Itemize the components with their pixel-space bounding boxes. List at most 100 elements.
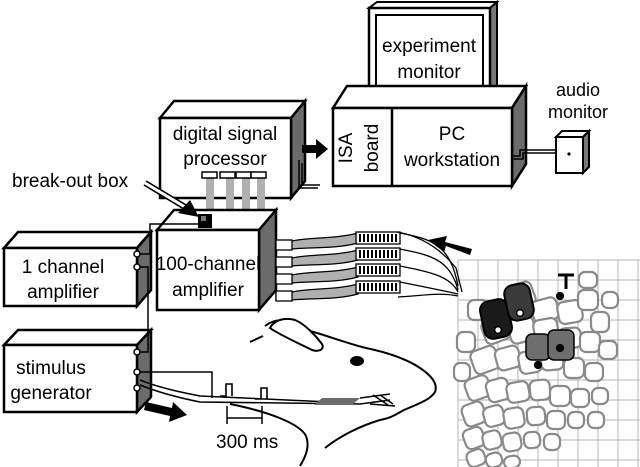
barrel-map xyxy=(452,259,640,467)
ribbon-cable xyxy=(275,283,359,301)
barrel xyxy=(562,356,586,380)
connector-pin xyxy=(367,266,369,274)
connector-pin xyxy=(379,266,381,274)
barrel xyxy=(481,429,503,451)
digital-signal-processor: digital signal processor xyxy=(157,97,320,202)
connector-pin xyxy=(379,283,381,291)
pc-workstation-label-1: PC xyxy=(439,124,465,145)
electrode-dot xyxy=(555,291,565,301)
barrel xyxy=(502,454,522,467)
audio-monitor: audio monitor xyxy=(512,80,608,176)
stimulus-label-1: stimulus xyxy=(16,358,86,379)
connector-pin xyxy=(371,283,373,291)
connector-pin xyxy=(359,283,361,291)
barrel xyxy=(452,361,472,383)
arrow-to-electrodes xyxy=(428,236,472,255)
whisker-probe xyxy=(314,398,360,405)
connector-pin xyxy=(387,283,389,291)
connector-pin xyxy=(363,250,365,258)
electrode-connector xyxy=(355,231,401,245)
barrel xyxy=(501,431,523,453)
barrel xyxy=(542,432,562,452)
break-out-box xyxy=(198,214,212,228)
dsp-label-1: digital signal xyxy=(173,124,278,145)
arrow-dsp-to-isa xyxy=(302,139,328,159)
barrel xyxy=(528,378,552,402)
experiment-monitor-label-1: experiment xyxy=(382,36,477,57)
connector-pin xyxy=(363,266,365,274)
barrel xyxy=(502,406,526,430)
electrode-wire xyxy=(396,231,463,293)
connector-pin xyxy=(363,234,365,242)
connector-pin xyxy=(359,234,361,242)
electrode-dot xyxy=(555,343,565,353)
ribbon-plug xyxy=(275,273,293,285)
amp100-label-2: amplifier xyxy=(172,280,244,301)
dsp-label-2: processor xyxy=(183,149,267,170)
connection-wires xyxy=(140,223,213,398)
barrel xyxy=(545,409,567,431)
barrel xyxy=(578,330,602,354)
ribbon-plug xyxy=(275,239,293,251)
amp1-label-2: amplifier xyxy=(27,282,99,303)
stimulus-label-2: generator xyxy=(10,383,92,404)
audio-monitor-label-2: monitor xyxy=(548,102,608,122)
barrel xyxy=(455,330,477,354)
connector-pin xyxy=(391,234,393,242)
connector-pin xyxy=(383,234,385,242)
stimulus-generator: stimulus generator xyxy=(1,326,154,416)
connector-pin xyxy=(387,266,389,274)
connector-pin xyxy=(371,266,373,274)
experiment-monitor: experiment monitor xyxy=(366,0,500,115)
connector-pin xyxy=(395,250,397,258)
amp1-label-1: 1 channel xyxy=(22,257,104,278)
electrode-wire xyxy=(399,248,459,291)
connector-pin xyxy=(375,266,377,274)
barrel xyxy=(589,310,611,334)
stimulus-pulses xyxy=(220,383,268,400)
connector-pin xyxy=(363,283,365,291)
barrel xyxy=(577,270,599,290)
connector-pin xyxy=(395,266,397,274)
barrel-mid xyxy=(525,333,551,361)
barrel xyxy=(576,288,600,312)
connector-pin xyxy=(371,234,373,242)
arrow-stimulus xyxy=(144,402,187,422)
electrode-wire xyxy=(399,265,459,293)
connector-pin xyxy=(383,266,385,274)
barrel xyxy=(597,339,619,361)
connector-pin xyxy=(375,250,377,258)
pc-workstation: ISA board PC workstation xyxy=(330,81,529,191)
electrode-ribbons xyxy=(275,231,463,302)
amplifier-1-channel: 1 channel amplifier xyxy=(1,228,154,310)
barrel xyxy=(569,387,591,409)
barrel xyxy=(525,405,547,427)
barrel xyxy=(586,410,606,430)
break-out-arrow xyxy=(143,180,199,217)
connector-pin xyxy=(391,250,393,258)
audio-monitor-label-1: audio xyxy=(556,80,600,100)
connector-pin xyxy=(391,266,393,274)
electrode-dot xyxy=(515,308,525,318)
connector-pin xyxy=(367,234,369,242)
isa-board-label-1: ISA xyxy=(336,132,357,163)
interval-marker xyxy=(226,406,263,424)
electrode-connector xyxy=(355,263,401,277)
amplifier-100-channel: 100-channel amplifier xyxy=(154,206,279,314)
connector-pin xyxy=(367,250,369,258)
connector-pin xyxy=(383,283,385,291)
barrel-t-icon xyxy=(558,273,574,289)
connector-pin xyxy=(379,250,381,258)
electrode-connector xyxy=(355,280,401,294)
whisker-marks xyxy=(372,394,394,406)
connector-pin xyxy=(367,283,369,291)
connector-pin xyxy=(371,250,373,258)
barrel xyxy=(583,361,605,383)
barrel xyxy=(566,410,586,430)
barrel xyxy=(522,430,542,450)
barrel xyxy=(548,384,572,408)
barrel xyxy=(465,447,487,467)
ribbon-plug xyxy=(275,290,293,302)
